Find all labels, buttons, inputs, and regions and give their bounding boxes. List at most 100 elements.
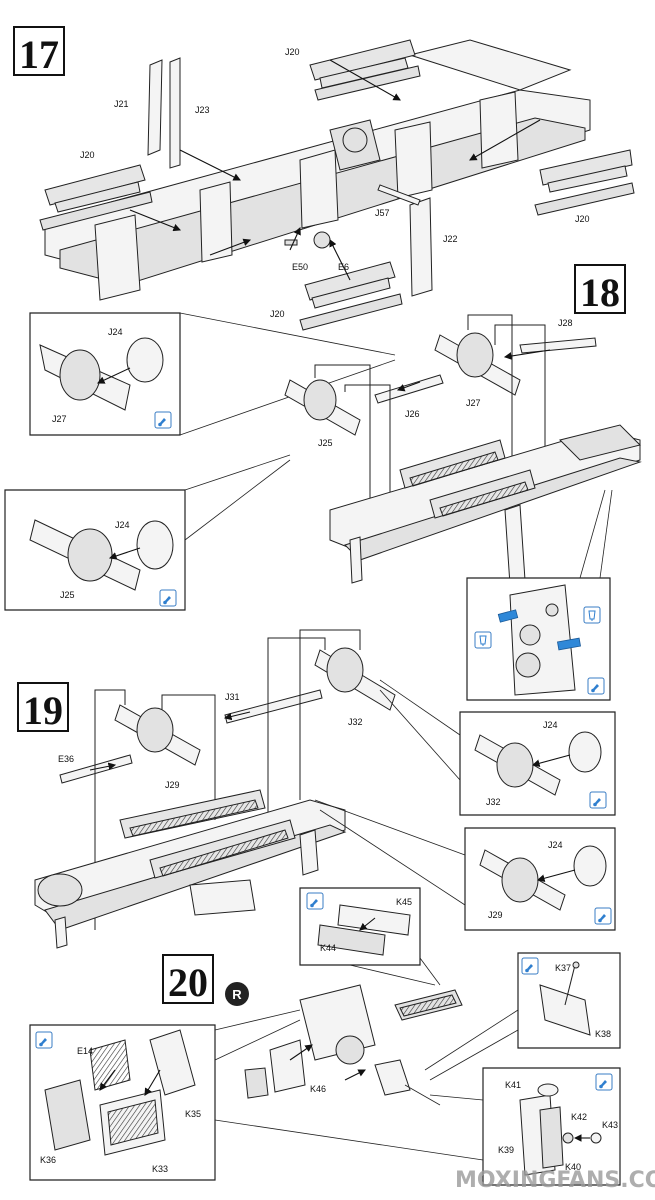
- part-k45: [337, 904, 411, 936]
- part-k42: [562, 1132, 574, 1144]
- watermark: MOXINGFANS.COM: [455, 1168, 655, 1193]
- step-20-box: [162, 954, 214, 1004]
- step-17-number: 17: [19, 32, 59, 77]
- cover-j24-inset3: [568, 731, 602, 773]
- label-K33: K33: [152, 1164, 168, 1174]
- label-J31: J31: [225, 692, 240, 702]
- part-e14: [89, 1039, 131, 1091]
- part-k46: [269, 1039, 306, 1093]
- label-K46: K46: [310, 1084, 326, 1094]
- step-19: 19 J31 E36 J29 J32: [17, 629, 616, 949]
- label-J20-left: J20: [80, 150, 95, 160]
- label-J20-top: J20: [285, 47, 300, 57]
- paint-brush-icon: [154, 411, 172, 429]
- label-J57: J57: [375, 208, 390, 218]
- shaft-j28: [519, 337, 597, 354]
- label-J32: J32: [348, 717, 363, 727]
- spring-j20-left: [39, 164, 153, 231]
- part-e50: [284, 239, 298, 246]
- step-17-box: [13, 26, 65, 76]
- shaft-j26: [374, 374, 444, 404]
- label-K37: K37: [555, 963, 571, 973]
- blue-tab-left: [497, 609, 519, 623]
- label-E50: E50: [292, 262, 308, 272]
- paint-brush-icon: [589, 791, 607, 809]
- blue-tab-right: [557, 637, 581, 651]
- shaft-j31: [224, 689, 323, 724]
- cement-tube-icon: [583, 606, 601, 624]
- part-k36: [44, 1079, 91, 1151]
- paint-brush-icon: [587, 677, 605, 695]
- registered-letter: R: [232, 987, 242, 1002]
- label-J24-inset3: J24: [543, 720, 558, 730]
- label-K41: K41: [505, 1080, 521, 1090]
- step-18: 18 J24 J27: [4, 264, 642, 701]
- label-J24-inset1: J24: [108, 327, 123, 337]
- paint-brush-icon: [595, 1073, 613, 1091]
- label-J32-inset: J32: [486, 797, 501, 807]
- step-18-number: 18: [580, 270, 620, 315]
- part-k38: [539, 984, 591, 1036]
- part-e6: [313, 231, 331, 249]
- label-J27-inset: J27: [52, 414, 67, 424]
- transfer-case: [509, 584, 576, 696]
- cement-tube-icon: [474, 631, 492, 649]
- label-K35: K35: [185, 1109, 201, 1119]
- part-k40: [539, 1106, 564, 1169]
- label-K44: K44: [320, 943, 336, 953]
- chassis-section-18: [329, 424, 642, 586]
- label-K43: K43: [602, 1120, 618, 1130]
- label-J24-inset2: J24: [115, 520, 130, 530]
- label-J29-inset: J29: [488, 910, 503, 920]
- step-17: 17: [13, 26, 635, 331]
- paint-brush-icon: [159, 589, 177, 607]
- part-k35: [149, 1029, 196, 1096]
- step-19-box: [17, 682, 69, 732]
- part-j22: [409, 197, 433, 297]
- cover-j24-inset4: [573, 845, 607, 887]
- cover-j24-inset: [126, 337, 164, 383]
- paint-brush-icon: [35, 1031, 53, 1049]
- part-k37: [572, 961, 580, 969]
- label-J29: J29: [165, 780, 180, 790]
- label-E14: E14: [77, 1046, 93, 1056]
- label-E6: E6: [338, 262, 349, 272]
- paint-brush-icon: [306, 892, 324, 910]
- step-19-number: 19: [23, 688, 63, 733]
- label-K40: K40: [565, 1162, 581, 1172]
- label-J27: J27: [466, 398, 481, 408]
- part-k43: [590, 1132, 602, 1144]
- chassis-section-19: [34, 789, 347, 949]
- cover-j24-inset2: [136, 520, 174, 570]
- part-k44: [317, 924, 386, 956]
- spring-j20-top: [309, 39, 421, 101]
- registered-badge: [225, 982, 249, 1006]
- paint-brush-icon: [521, 957, 539, 975]
- step-20-number: 20: [168, 960, 208, 1005]
- step-20: 20 R K45 K44 K46: [29, 887, 621, 1186]
- label-J20-right: J20: [575, 214, 590, 224]
- label-J25-inset: J25: [60, 590, 75, 600]
- label-J28: J28: [558, 318, 573, 328]
- label-J25: J25: [318, 438, 333, 448]
- part-j57: [377, 184, 421, 206]
- step-18-box: [574, 264, 626, 314]
- label-J26: J26: [405, 409, 420, 419]
- chassis-frame: [44, 39, 591, 301]
- spring-j20-bottom: [299, 261, 403, 331]
- label-E36: E36: [58, 754, 74, 764]
- label-J20-bottom: J20: [270, 309, 285, 319]
- label-K36: K36: [40, 1155, 56, 1165]
- label-J22: J22: [443, 234, 458, 244]
- spring-j20-right: [534, 149, 635, 216]
- label-K45: K45: [396, 897, 412, 907]
- label-J24-inset4: J24: [548, 840, 563, 850]
- main-tank-assembly: [244, 984, 463, 1106]
- label-J23: J23: [195, 105, 210, 115]
- label-K42: K42: [571, 1112, 587, 1122]
- label-K38: K38: [595, 1029, 611, 1039]
- part-j21: [147, 59, 163, 156]
- part-j23: [169, 57, 181, 169]
- paint-brush-icon: [594, 907, 612, 925]
